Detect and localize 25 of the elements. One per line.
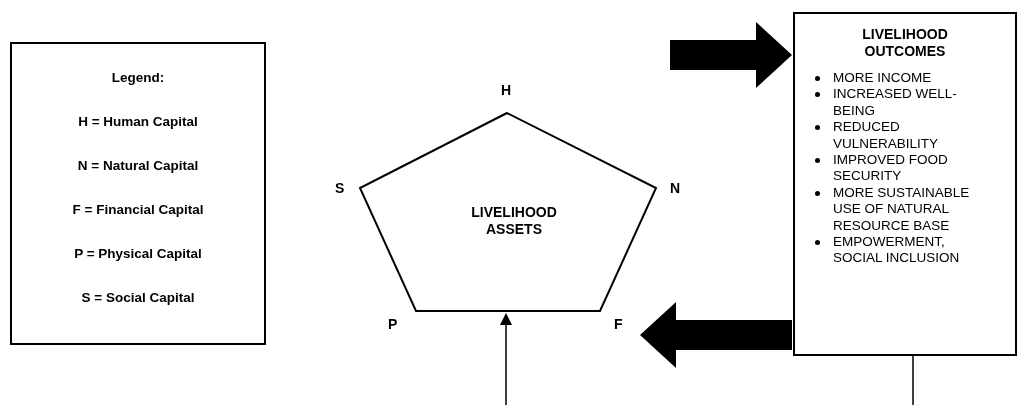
- vertex-label: F: [614, 316, 623, 332]
- vertex-label: P: [388, 316, 398, 332]
- legend-entry: P = Physical Capital: [74, 246, 202, 261]
- block-arrow: [640, 302, 792, 368]
- block-arrow: [670, 22, 792, 88]
- legend-entry: N = Natural Capital: [77, 158, 199, 173]
- legend-entry: H = Human Capital: [78, 114, 198, 129]
- legend-entry: S = Social Capital: [81, 290, 195, 305]
- node-label: LIVELIHOOD ASSETS: [470, 204, 558, 238]
- outcomes-box: [793, 12, 1017, 356]
- bullet-item: REDUCED VULNERABILITY: [833, 119, 939, 151]
- connector-line: [912, 355, 914, 405]
- bullet-item: MORE INCOME: [833, 70, 932, 85]
- legend-box: [10, 42, 266, 345]
- box-heading: LIVELIHOOD OUTCOMES: [861, 26, 949, 60]
- bullet-item: INCREASED WELL-BEING: [833, 86, 957, 118]
- arrow: [500, 313, 512, 405]
- bullet-item: EMPOWERMENT, SOCIAL INCLUSION: [833, 234, 960, 266]
- vertex-label: H: [501, 82, 512, 98]
- vertex-label: S: [335, 180, 345, 196]
- vertex-label: N: [670, 180, 681, 196]
- bullet-item: MORE SUSTAINABLE USE OF NATURAL RESOURCE BASE: [833, 184, 970, 233]
- legend-entry: F = Financial Capital: [72, 202, 204, 217]
- legend-title: Legend:: [111, 70, 165, 85]
- bullet-item: IMPROVED FOOD SECURITY: [833, 152, 948, 184]
